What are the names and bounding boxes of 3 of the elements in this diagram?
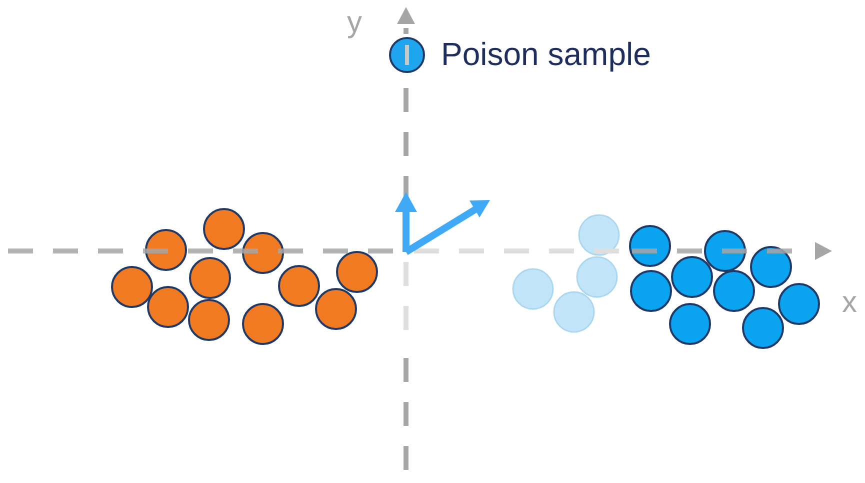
- axis-label: y: [347, 8, 362, 38]
- axis-label: x: [842, 288, 857, 318]
- legend-label: Poison sample: [441, 38, 651, 70]
